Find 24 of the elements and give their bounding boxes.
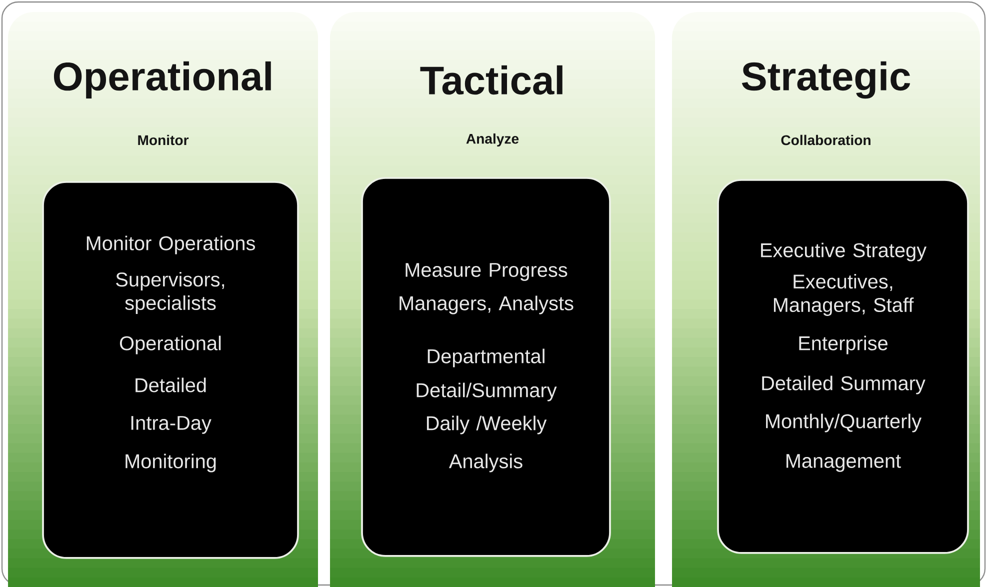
list-item: Supervisors, specialists — [116, 272, 224, 314]
list-item: Executives, Managers, Staff — [774, 274, 914, 316]
list-item: Executive Strategy — [761, 242, 927, 262]
list-item: Departmental — [428, 348, 544, 368]
column-subheading: Analyze — [466, 133, 519, 147]
list-item: Management — [786, 454, 901, 472]
column-heading: Strategic — [742, 61, 910, 99]
list-item: Monitor Operations — [86, 236, 255, 254]
list-item: Detailed — [136, 378, 206, 392]
column-heading: Tactical — [420, 65, 562, 95]
list-item: Daily /Weekly — [426, 416, 547, 434]
list-item: Monitoring — [126, 454, 216, 472]
list-item: Managers, Analysts — [400, 296, 574, 314]
column-subheading: Monitor — [138, 134, 189, 146]
list-item: Operational — [120, 336, 221, 354]
list-item: Analysis — [448, 454, 522, 472]
column-subheading: Collaboration — [781, 134, 870, 146]
column-heading: Operational — [54, 61, 271, 99]
list-item: Measure Progress — [406, 263, 568, 281]
list-item: Enterprise — [799, 336, 888, 354]
list-item: Monthly/Quarterly — [766, 414, 922, 432]
list-item: Detailed Summary — [762, 376, 926, 394]
list-item: Detail/Summary — [416, 382, 557, 402]
list-item: Intra-Day — [131, 416, 212, 434]
